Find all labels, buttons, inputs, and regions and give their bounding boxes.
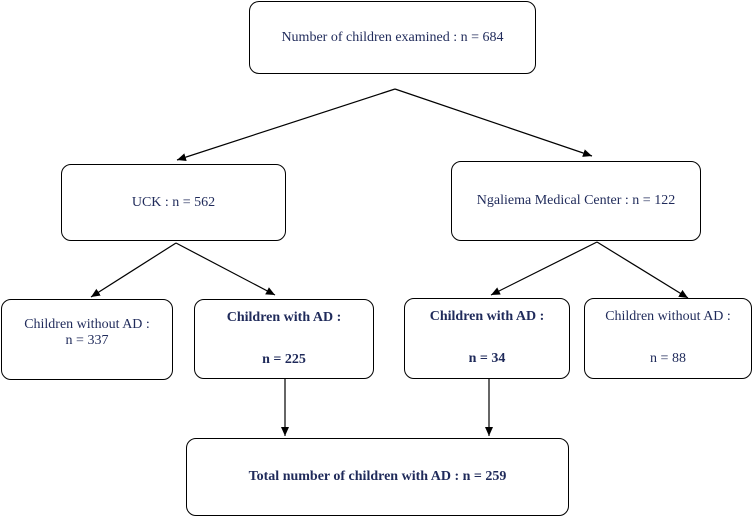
ngaliema-node-label: Ngaliema Medical Center : n = 122 — [476, 193, 676, 208]
uck-with-ad-count: n = 225 — [262, 352, 306, 367]
ngaliema-node-box: Ngaliema Medical Center : n = 122 — [451, 161, 701, 241]
ngaliema-without-ad-count: n = 88 — [650, 351, 686, 366]
root-node-label: Number of children examined : n = 684 — [281, 29, 504, 45]
total-node-label: Total number of children with AD : n = 2… — [248, 469, 507, 484]
arrow-ngaliema-to-without-ad — [596, 241, 689, 299]
uck-without-ad-title: Children without AD : — [24, 317, 150, 332]
ngaliema-with-ad-box: Children with AD : n = 34 — [404, 298, 570, 379]
arrow-root-to-ngaliema — [394, 88, 593, 157]
uck-without-ad-box: Children without AD : n = 337 — [1, 299, 173, 380]
ngaliema-with-ad-title: Children with AD : — [429, 309, 545, 324]
ngaliema-with-ad-count: n = 34 — [468, 351, 506, 366]
ngaliema-without-ad-box: Children without AD : n = 88 — [584, 298, 752, 379]
uck-node-box: UCK : n = 562 — [61, 164, 286, 241]
arrow-ngaliema-to-with-ad — [490, 241, 598, 296]
uck-without-ad-count: n = 337 — [65, 333, 109, 348]
ngaliema-without-ad-title: Children without AD : — [605, 309, 731, 324]
arrow-uck-to-with-ad — [175, 242, 276, 296]
total-node-box: Total number of children with AD : n = 2… — [186, 438, 569, 516]
uck-with-ad-title: Children with AD : — [226, 310, 342, 325]
arrow-root-to-uck — [176, 88, 396, 162]
uck-with-ad-box: Children with AD : n = 225 — [194, 299, 374, 379]
uck-node-label: UCK : n = 562 — [131, 194, 216, 210]
arrow-uck-to-without-ad — [90, 242, 177, 298]
root-node-box: Number of children examined : n = 684 — [249, 1, 536, 74]
